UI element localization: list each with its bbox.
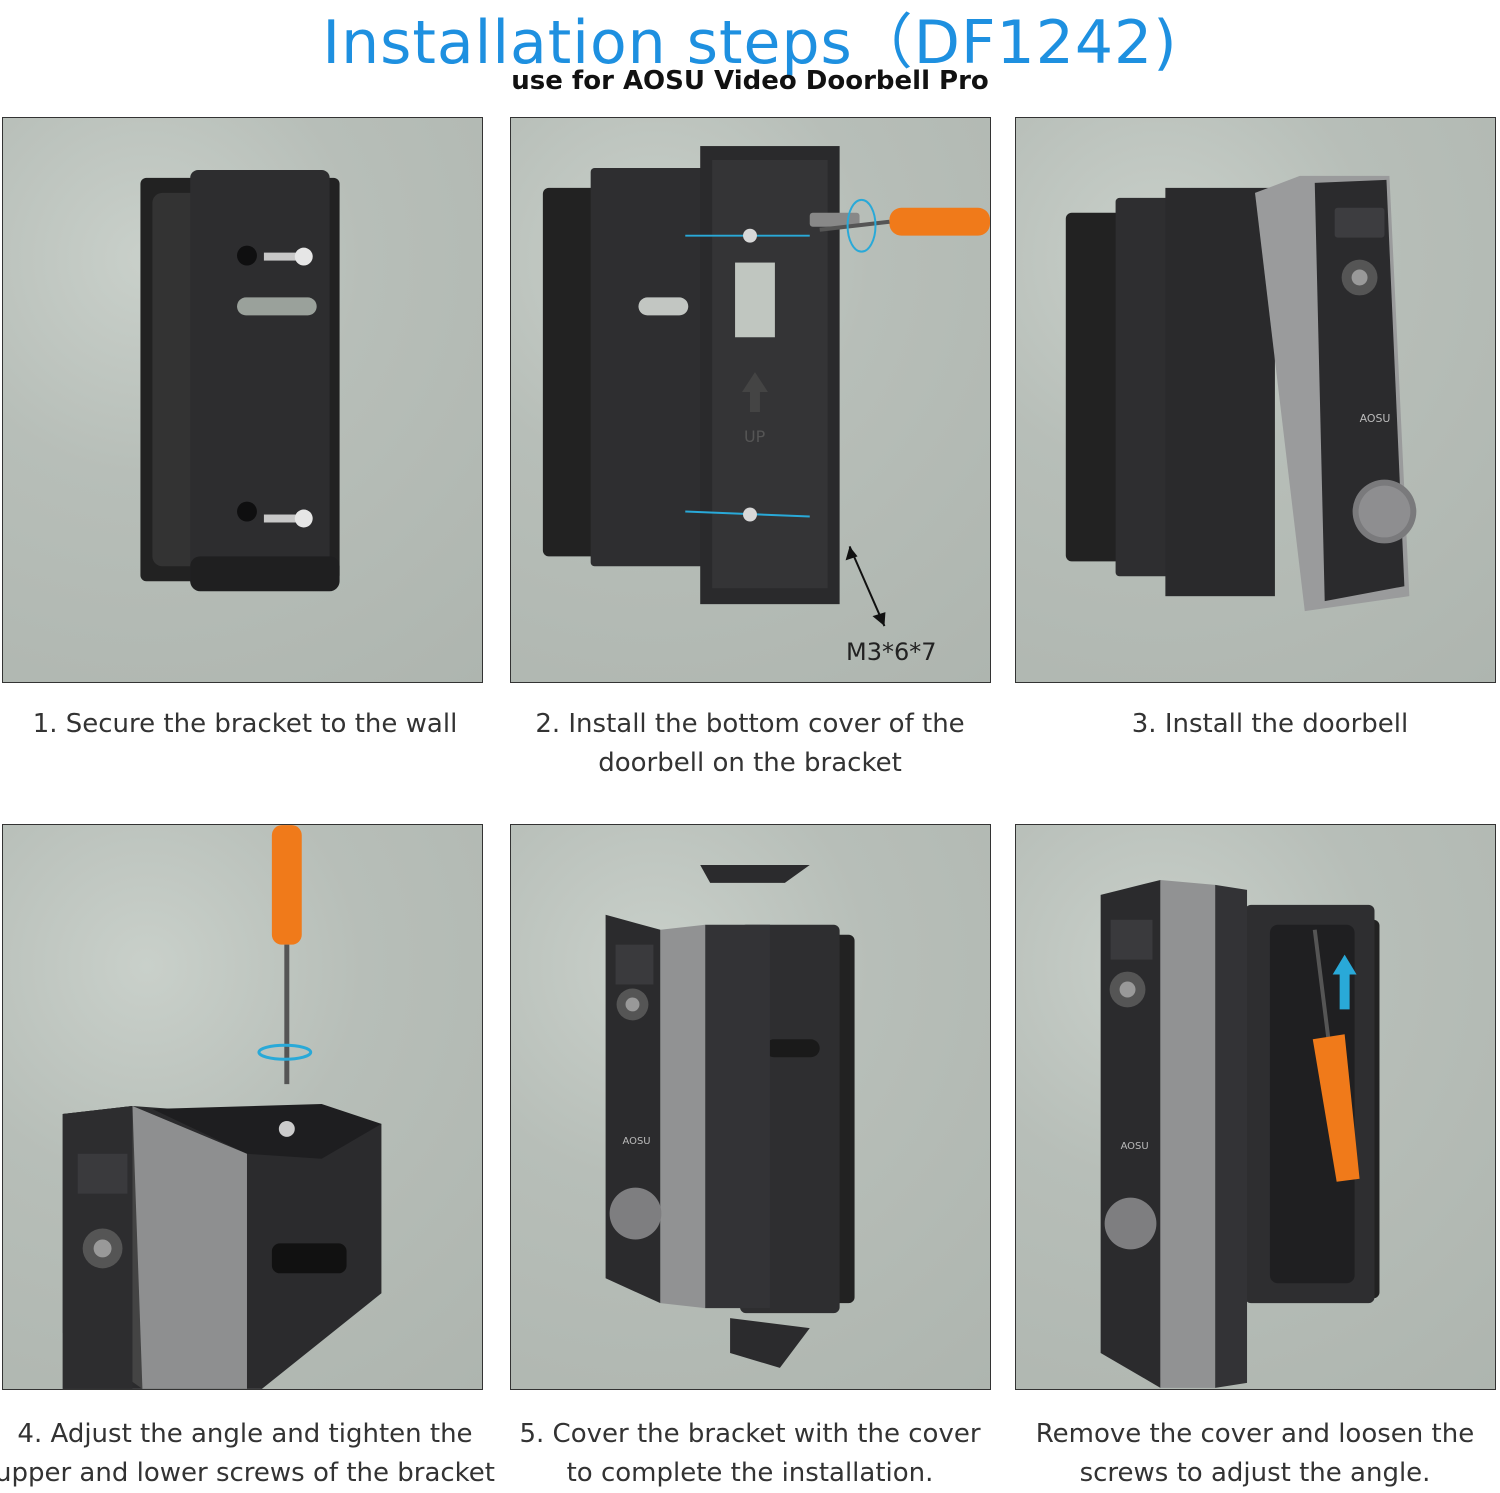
doorbell-brand-label: AOSU (623, 1136, 651, 1147)
cover-bracket-illustration: AOSU (511, 825, 990, 1389)
step-5-caption: 5. Cover the bracket with the cover to c… (500, 1415, 1000, 1493)
doorbell-brand-label: AOSU (1360, 412, 1391, 425)
step-5-image: AOSU (510, 824, 991, 1390)
step-6-image: AOSU (1015, 824, 1496, 1390)
step-2-caption-line2: doorbell on the bracket (500, 744, 1000, 783)
step-1-caption-line1: 1. Secure the bracket to the wall (0, 705, 495, 744)
step-4-image (2, 824, 483, 1390)
step-4-caption-line1: 4. Adjust the angle and tighten the (0, 1415, 495, 1454)
step-5-caption-line2: to complete the installation. (500, 1454, 1000, 1493)
step-2-image: UP M3*6*7 (510, 117, 991, 683)
up-label: UP (744, 427, 766, 446)
step-3-caption: 3. Install the doorbell (1020, 705, 1500, 744)
bottom-cover-illustration: UP (511, 118, 990, 682)
bracket-on-wall-illustration (3, 118, 482, 682)
page-subtitle: use for AOSU Video Doorbell Pro (0, 66, 1500, 96)
step-4-caption-line2: upper and lower screws of the bracket (0, 1454, 495, 1493)
step-5-caption-line1: 5. Cover the bracket with the cover (500, 1415, 1000, 1454)
step-1-image (2, 117, 483, 683)
adjust-angle-illustration (3, 825, 482, 1389)
step-3-caption-line1: 3. Install the doorbell (1020, 705, 1500, 744)
step-1-caption: 1. Secure the bracket to the wall (0, 705, 495, 744)
doorbell-install-illustration: AOSU (1016, 118, 1495, 682)
doorbell-brand-label: AOSU (1121, 1141, 1149, 1152)
step-6-caption-line2: screws to adjust the angle. (1005, 1454, 1500, 1493)
remove-cover-illustration: AOSU (1016, 825, 1495, 1389)
step-6-caption: Remove the cover and loosen the screws t… (1005, 1415, 1500, 1493)
screw-spec-label: M3*6*7 (846, 638, 937, 666)
step-4-caption: 4. Adjust the angle and tighten the uppe… (0, 1415, 495, 1493)
step-6-caption-line1: Remove the cover and loosen the (1005, 1415, 1500, 1454)
step-2-caption: 2. Install the bottom cover of the doorb… (500, 705, 1000, 783)
step-3-image: AOSU (1015, 117, 1496, 683)
step-2-caption-line1: 2. Install the bottom cover of the (500, 705, 1000, 744)
